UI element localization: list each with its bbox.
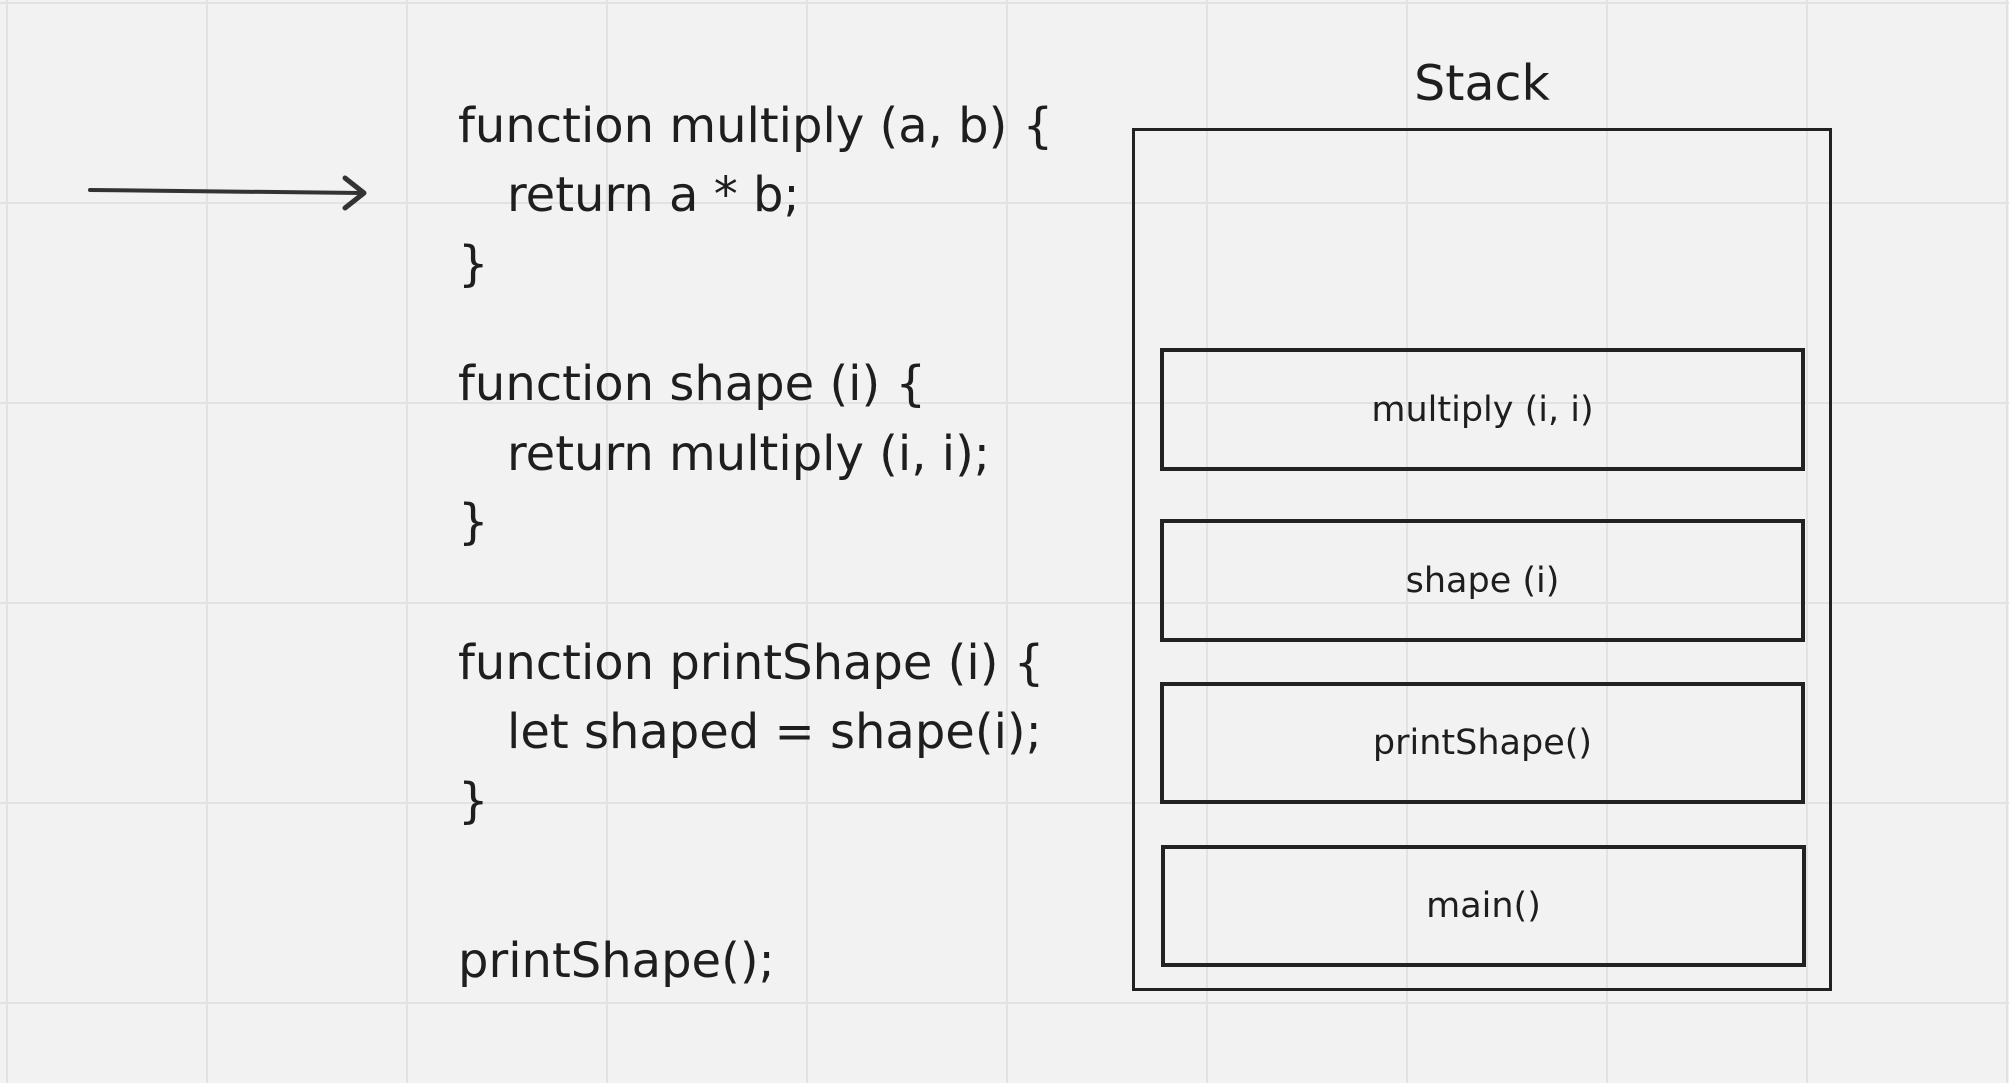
arrow-right-icon: [88, 175, 367, 211]
stack-frame-printshape: printShape(): [1160, 682, 1805, 804]
code-line: function shape (i) {: [458, 356, 927, 412]
call-stack: [1132, 128, 1832, 991]
code-line: }: [458, 773, 489, 829]
code-line: }: [458, 494, 489, 550]
code-line: function multiply (a, b) {: [458, 98, 1054, 154]
code-line: }: [458, 236, 489, 292]
code-line: function printShape (i) {: [458, 635, 1045, 691]
stack-title: Stack: [1414, 55, 1550, 112]
stack-frame-shape: shape (i): [1160, 519, 1805, 642]
code-line: return multiply (i, i);: [507, 426, 990, 482]
code-line: let shaped = shape(i);: [507, 704, 1042, 760]
stack-frame-main: main(): [1161, 845, 1806, 967]
code-line: return a * b;: [507, 167, 800, 223]
stack-frame-multiply: multiply (i, i): [1160, 348, 1805, 471]
code-line: printShape();: [458, 933, 775, 989]
